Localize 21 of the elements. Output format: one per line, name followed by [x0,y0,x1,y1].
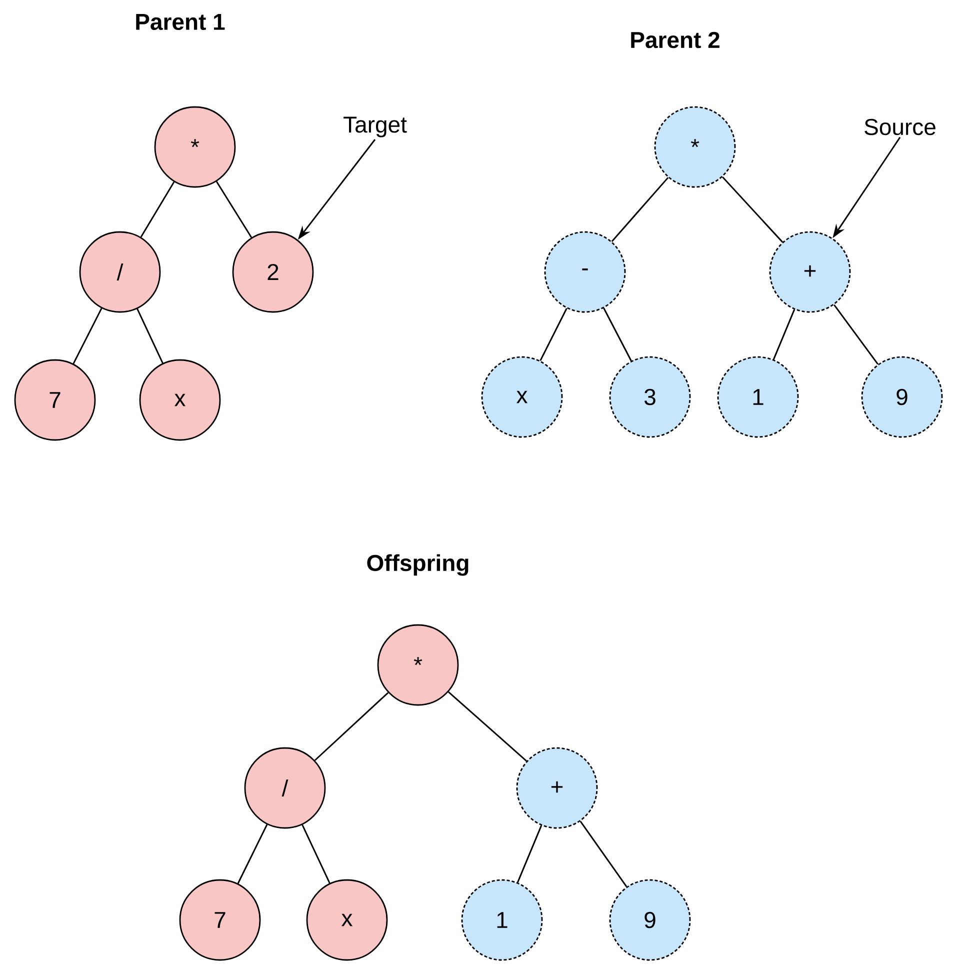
tree-branch [516,825,542,883]
tree-branch [603,308,632,362]
tree-branch [216,181,252,238]
tree-branch [611,177,669,242]
tree-branch [772,309,796,360]
tree-branch [834,304,878,365]
tree-heading: Parent 1 [136,14,225,30]
tree-branch [448,691,528,762]
tree-branch [540,308,568,361]
callout-text: Target [344,116,407,138]
tree-branch [314,692,389,761]
tree-branch [72,308,102,364]
tree-branch [237,824,268,884]
tree-branch [136,308,164,364]
tree-heading: Parent 2 [631,32,720,48]
tree-heading: Offspring [367,554,468,576]
callout-text: Source [864,118,936,136]
tree-branch [302,824,330,884]
tree-branch [722,176,783,243]
tree-branch [140,182,175,238]
tree-branch [580,820,628,888]
